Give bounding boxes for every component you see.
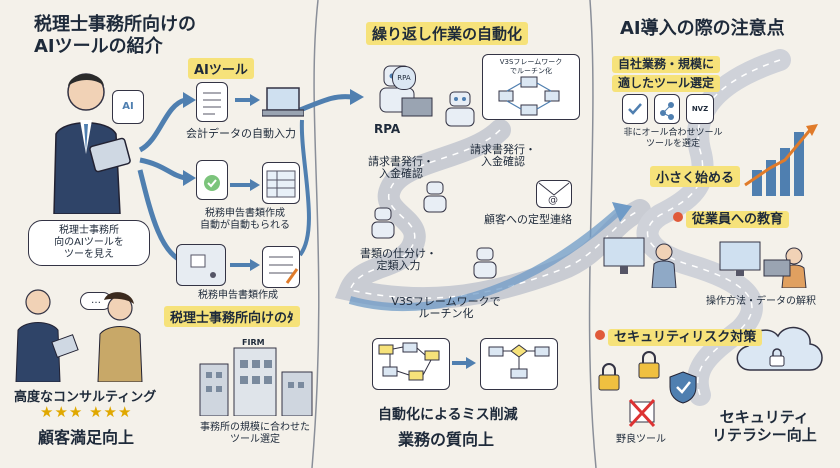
rogue-label: 野良ツール [616,434,666,445]
satisfaction-label: 顧客満足向上 [38,428,135,447]
firm-caption-line2: ツール選定 [230,434,280,445]
no-fit-line2: ツールを選定 [645,139,700,149]
right-title: AI導入の際の注意点 [620,18,785,39]
framework-diagram-box: V3Sフレームワーク でルーチン化 [482,54,580,120]
speech-bubble: 税理士事務所 向のAIツールを ツーを見え [28,220,150,266]
ai-tool-label: AIツール [188,58,254,79]
mistake-label: 自動化によるミス削減 [378,407,518,423]
select-line2: 適したツール選定 [612,75,721,92]
consultation-illustration [8,286,158,382]
literacy-line1: セキュリティ [719,408,809,426]
framework-caption-line2: ルーチン化 [418,307,474,320]
messy-flowchart [372,338,450,390]
framework-caption: V3Sフレームワークで ルーチン化 [386,296,506,320]
framework-caption-line1: V3Sフレームワークで [391,295,501,308]
sort-line1: 書類の仕分け・ [360,247,437,260]
rpa-badge: RPA [392,66,416,90]
rpa-label: RPA [374,122,401,136]
firm-buildings: FIRM [196,338,316,416]
firm-caption: 事務所の規模に合わせた ツール選定 [190,422,320,446]
left-title: 税理士事務所向けの AIツールの紹介 [34,14,196,58]
document-icon [196,82,228,122]
form-icon [262,246,300,288]
framework-box-line1: V3Sフレームワーク [499,58,563,66]
svg-text:@: @ [548,195,558,206]
no-fit-caption: 非にオール合わせツール ツールを選定 [618,128,728,150]
education-label: 従業員への教育 [686,211,790,228]
left-title-line1: 税理士事務所向けの [34,14,196,35]
shield-check-icon [668,370,698,404]
robot-road-1 [420,180,450,216]
ai-monitor-label: AI [122,101,134,112]
sort-label: 書類の仕分け・ 定類入力 [360,248,437,272]
security-heading: セキュリティリスク対策 [595,326,763,346]
invoice-a-line2: 入金確認 [379,167,423,180]
select-line1: 自社業務・規模に [612,56,721,73]
sort-line2: 定類入力 [376,259,421,272]
robot-road-2 [368,206,398,242]
server-icon [176,244,226,286]
speech-line2: 向のAIツールを [54,237,124,248]
checked-document-icon [196,160,228,200]
quality-label: 業務の質向上 [398,430,495,449]
firm-caption-line1: 事務所の規模に合わせた [200,422,310,433]
small-start-label: 小さく始める [650,166,741,187]
speech-line1: 税理士事務所 [59,225,119,236]
flow2-label-a: 税務申告書類作成 [205,208,285,219]
nvz-label: NVZ [691,105,709,113]
lock-icon-1 [596,362,622,392]
invoice-a-line1: 請求書発行・ [368,155,434,168]
education-caption: 操作方法・データの解釈 [706,296,816,307]
checked-file-icon [622,94,648,124]
invoice-b-line1: 請求書発行・ [470,143,536,156]
flow1-label: 会計データの自動入力 [186,127,296,140]
share-file-icon [654,94,680,124]
flow2-label-b: 自動が自動もられる [200,220,290,231]
invoice-b-line2: 入金確認 [481,155,525,168]
robot-road-3 [470,246,500,282]
spreadsheet-icon [262,162,300,204]
literacy-line2: リテラシー向上 [712,426,817,444]
nvz-file-icon: NVZ [686,94,714,124]
speech-line3: ツーを見え [64,249,114,260]
laptop-icon [262,86,304,120]
no-fit-line1: 非にオール合わせツール [623,128,723,138]
firm-sign: FIRM [242,338,265,347]
businessman-illustration [36,64,136,214]
consult-label: 高度なコンサルティング [14,390,157,405]
invoice-a: 請求書発行・ 入金確認 [368,156,434,180]
middle-title: 繰り返し作業の自動化 [366,22,529,45]
ai-monitor-icon: AI [112,90,144,124]
flow2-label: 税務申告書類作成 自動が自動もられる [200,208,290,232]
left-title-line2: AIツールの紹介 [34,36,163,57]
security-label: セキュリティリスク対策 [608,329,763,346]
flow3-label: 税務申告書類作成 [198,290,278,301]
framework-box-caption: V3Sフレームワーク でルーチン化 [483,58,579,76]
mail-icon: @ [536,180,572,208]
cloud-lock-icon [760,346,800,370]
invoice-b: 請求書発行・ 入金確認 [470,144,536,168]
robot-small [440,90,480,130]
stars-rating: ★★★ ★★★ [40,403,133,421]
literacy-label: セキュリティ リテラシー向上 [712,408,817,444]
lock-icon-2 [636,350,662,380]
rogue-tool-icon [626,398,658,428]
clean-flowchart [480,338,558,390]
customer-contact: 顧客への定型連絡 [484,213,572,226]
education-heading: 従業員への教育 [673,208,790,228]
framework-box-line2: でルーチン化 [510,67,552,75]
tag-bottom: 税理士事務所向けのﾀ [164,306,300,327]
training-illustration [600,232,830,288]
select-label: 自社業務・規模に 適したツール選定 [612,56,721,92]
